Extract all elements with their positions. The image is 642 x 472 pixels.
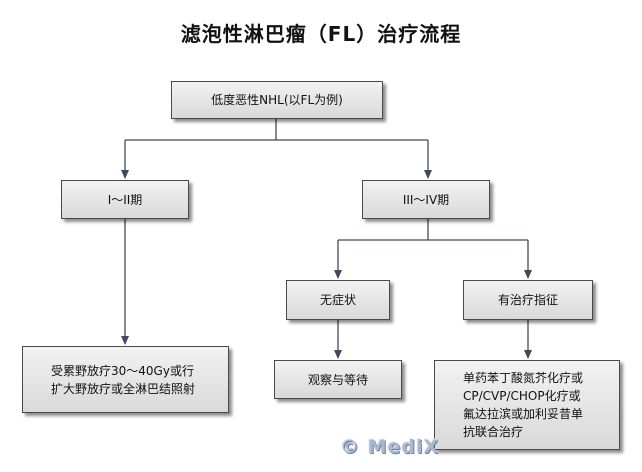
node-stage-late-label: III～IV期	[402, 192, 450, 207]
node-asymptomatic: 无症状	[286, 280, 390, 320]
node-indication: 有治疗指征	[463, 280, 593, 320]
node-root: 低度恶性NHL(以FL为例)	[171, 81, 383, 119]
node-early-treatment: 受累野放疗30～40Gy或行 扩大野放疗或全淋巴结照射	[22, 346, 229, 413]
node-stage-late: III～IV期	[362, 180, 490, 219]
node-root-label: 低度恶性NHL(以FL为例)	[211, 93, 343, 107]
page-title: 滤泡性淋巴瘤（FL）治疗流程	[180, 22, 462, 46]
node-treatment-line2: CP/CVP/CHOP化疗或	[463, 389, 581, 403]
node-observe: 观察与等待	[274, 360, 402, 399]
node-treatment: 单药苯丁酸氮芥化疗或 CP/CVP/CHOP化疗或 氟达拉滨或加利妥昔单 抗联合…	[434, 360, 620, 450]
node-stage-early-label: I～II期	[107, 192, 143, 207]
node-indication-label: 有治疗指征	[497, 293, 558, 307]
node-early-treatment-line2: 扩大野放疗或全淋巴结照射	[51, 381, 196, 396]
node-early-treatment-line1: 受累野放疗30～40Gy或行	[51, 363, 194, 378]
node-asymptomatic-label: 无症状	[319, 293, 356, 307]
node-treatment-line4: 抗联合治疗	[463, 425, 524, 439]
node-observe-label: 观察与等待	[307, 372, 368, 387]
node-stage-early: I～II期	[61, 180, 189, 219]
node-treatment-line3: 氟达拉滨或加利妥昔单	[463, 407, 584, 421]
node-treatment-line1: 单药苯丁酸氮芥化疗或	[463, 371, 584, 385]
watermark: © MediX	[340, 436, 440, 458]
